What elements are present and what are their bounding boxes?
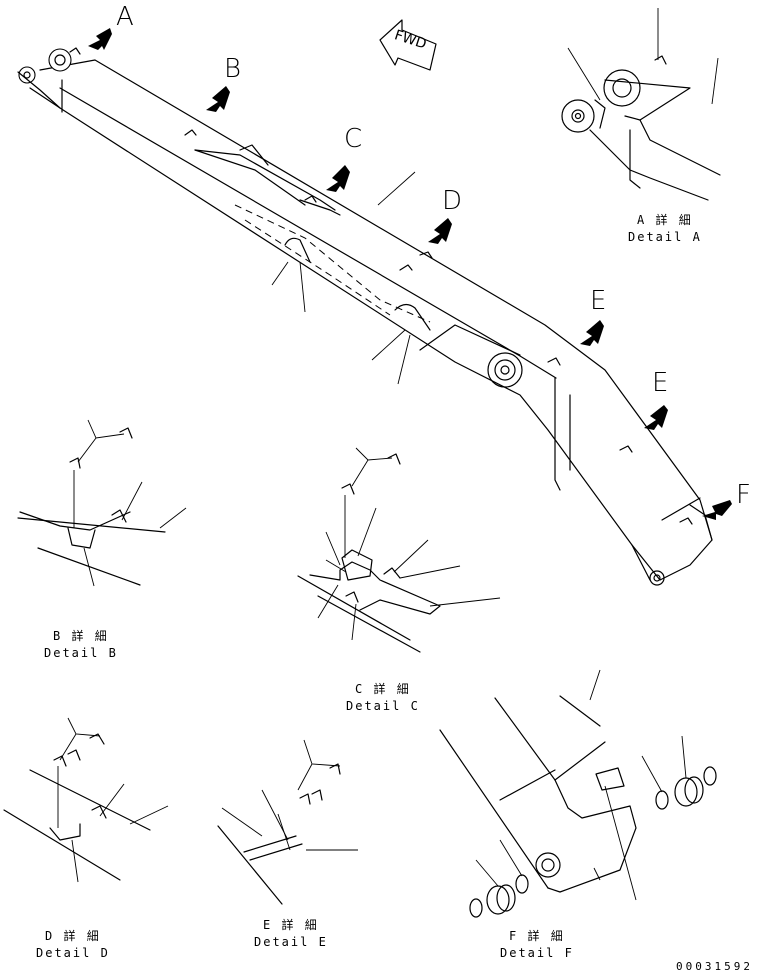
view-label-e1: E xyxy=(590,286,607,316)
caption-detail-d-en: Detail D xyxy=(36,946,110,960)
caption-detail-e-en: Detail E xyxy=(254,935,328,949)
view-arrows xyxy=(88,28,732,520)
caption-detail-c-jp: C 詳 細 xyxy=(355,682,411,696)
caption-detail-c: C 詳 細 Detail C xyxy=(346,681,420,715)
boom-assembly xyxy=(17,47,713,586)
caption-detail-b-en: Detail B xyxy=(44,646,118,660)
detail-f-drawing xyxy=(439,669,717,918)
detail-b-drawing xyxy=(17,419,187,587)
view-arrow-b xyxy=(206,86,230,112)
caption-detail-a: A 詳 細 Detail A xyxy=(628,212,702,246)
view-arrow-e1 xyxy=(580,320,604,346)
caption-detail-f-en: Detail F xyxy=(500,946,574,960)
caption-detail-e: E 詳 細 Detail E xyxy=(254,917,328,951)
caption-detail-e-jp: E 詳 細 xyxy=(263,918,319,932)
view-label-d: D xyxy=(442,186,463,216)
view-arrow-a xyxy=(88,28,112,50)
detail-a-drawing xyxy=(561,8,721,201)
view-label-c: C xyxy=(344,124,363,154)
view-label-f: F xyxy=(736,480,751,510)
caption-detail-b: B 詳 細 Detail B xyxy=(44,628,118,662)
caption-detail-d-jp: D 詳 細 xyxy=(45,929,101,943)
caption-detail-b-jp: B 詳 細 xyxy=(53,629,109,643)
caption-detail-a-jp: A 詳 細 xyxy=(637,213,693,227)
part-number: 00031592 xyxy=(676,960,753,973)
view-label-b: B xyxy=(224,54,242,84)
caption-detail-c-en: Detail C xyxy=(346,699,420,713)
caption-detail-a-en: Detail A xyxy=(628,230,702,244)
view-label-a: A xyxy=(116,2,134,32)
detail-c-drawing xyxy=(297,447,501,653)
detail-d-drawing xyxy=(3,717,169,883)
view-arrow-f xyxy=(702,500,732,520)
caption-detail-f: F 詳 細 Detail F xyxy=(500,928,574,962)
caption-detail-f-jp: F 詳 細 xyxy=(509,929,565,943)
view-arrow-c xyxy=(326,165,350,192)
fwd-indicator-box xyxy=(379,19,437,71)
view-arrow-e2 xyxy=(644,405,668,430)
view-label-e2: E xyxy=(652,368,669,398)
view-arrow-d xyxy=(428,218,452,244)
caption-detail-d: D 詳 細 Detail D xyxy=(36,928,110,962)
detail-e-drawing xyxy=(217,739,358,905)
